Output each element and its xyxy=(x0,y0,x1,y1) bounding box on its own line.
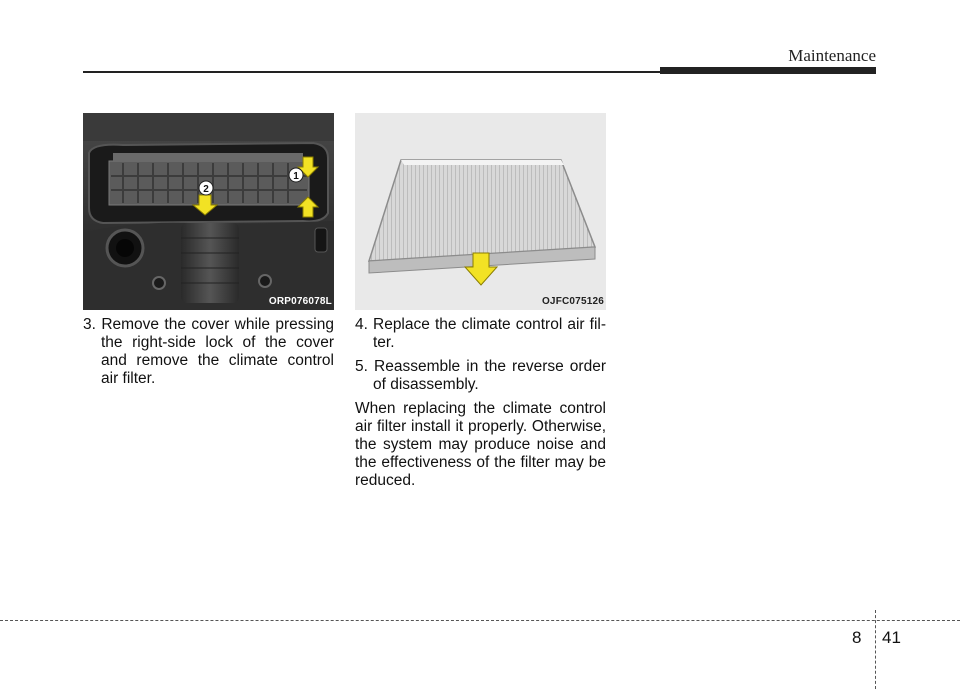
chapter-number: 8 xyxy=(852,628,862,647)
callout-1: 1 xyxy=(288,167,304,183)
svg-text:2: 2 xyxy=(203,184,209,195)
section-title: Maintenance xyxy=(788,46,876,65)
step-3: 3. Remove the cover while pressing the r… xyxy=(83,316,334,387)
column-right: 4. Replace the climate control air fil- … xyxy=(355,316,606,490)
step-4: 4. Replace the climate control air fil- … xyxy=(355,316,606,351)
air-filter-illustration xyxy=(355,113,606,310)
figure-code: OJFC075126 xyxy=(541,296,604,307)
header-rule xyxy=(83,71,663,73)
down-arrow-icon xyxy=(463,252,499,286)
callout-layer: 2 1 xyxy=(198,167,304,196)
header-rule-tab xyxy=(660,67,876,74)
step-5: 5. Reassemble in the reverse order of di… xyxy=(355,358,606,393)
note-paragraph: When replacing the climate control air f… xyxy=(355,400,606,489)
figure-air-filter: OJFC075126 xyxy=(355,113,606,310)
page-number: 41 xyxy=(882,628,901,647)
footer-rule xyxy=(0,620,960,621)
svg-text:1: 1 xyxy=(293,171,299,182)
figure-filter-cover: 2 1 ORP076078L xyxy=(83,113,334,310)
column-left: 3. Remove the cover while pressing the r… xyxy=(83,316,334,394)
callout-2: 2 xyxy=(198,180,214,196)
figure-code: ORP076078L xyxy=(268,296,332,307)
footer-divider xyxy=(875,610,876,689)
